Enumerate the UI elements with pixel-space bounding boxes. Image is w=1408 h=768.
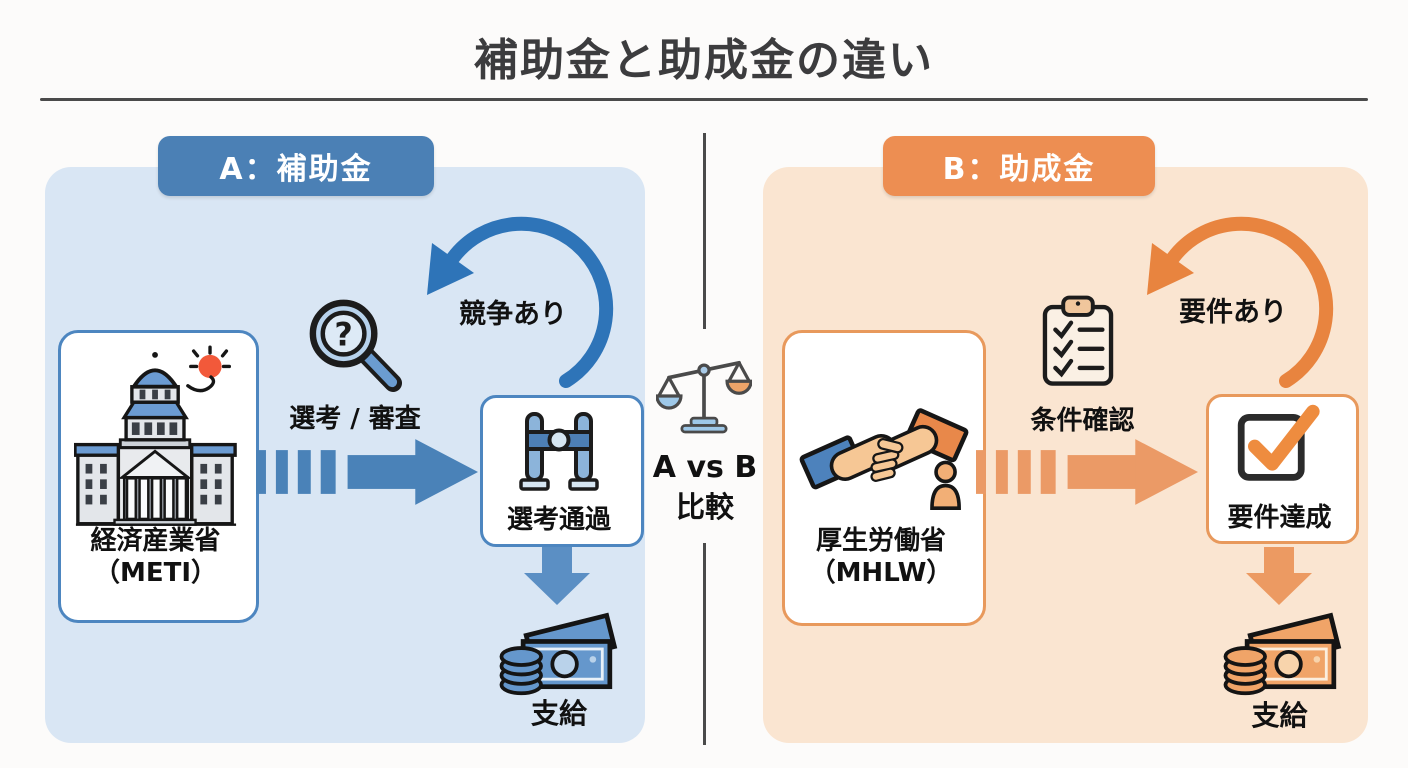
center-divider-bottom bbox=[703, 543, 706, 745]
ministry-name-meti: 経済産業省 bbox=[90, 526, 221, 556]
panel-a-header: A：補助金 bbox=[158, 136, 434, 196]
loop-label-b: 要件あり bbox=[1179, 297, 1287, 328]
svg-text:?: ? bbox=[334, 317, 352, 353]
process-label-a: 選考 / 審査 bbox=[289, 404, 421, 434]
loop-arrow-icon bbox=[398, 212, 628, 397]
dashed-flow-arrow-icon bbox=[256, 436, 480, 508]
ministry-abbr-mhlw: （MHLW） bbox=[809, 558, 953, 588]
payout-label-a: 支給 bbox=[530, 697, 587, 730]
payout-label-b: 支給 bbox=[1251, 699, 1308, 732]
ministry-abbr-meti: （METI） bbox=[93, 558, 218, 588]
down-arrow-icon bbox=[1246, 547, 1312, 605]
checklist-icon bbox=[1038, 288, 1118, 394]
process-label-b: 条件確認 bbox=[1030, 406, 1135, 436]
center-divider-top bbox=[703, 133, 706, 329]
dashed-flow-arrow-icon bbox=[976, 436, 1200, 508]
government-building-icon bbox=[74, 342, 238, 526]
loop-label-a: 競争あり bbox=[459, 299, 567, 330]
magnifier-question-icon: ? bbox=[300, 292, 404, 396]
result-box-a bbox=[480, 395, 644, 547]
money-icon bbox=[498, 600, 618, 698]
handshake-icon bbox=[798, 382, 970, 514]
page-title: 補助金と助成金の違い bbox=[474, 35, 934, 86]
title-divider bbox=[40, 98, 1368, 101]
compare-text-avsb: A vs B bbox=[652, 450, 758, 485]
panel-b-header: B：助成金 bbox=[883, 136, 1155, 196]
gate-icon bbox=[513, 408, 605, 496]
ministry-name-mhlw: 厚生労働省 bbox=[815, 526, 946, 556]
checkbox-check-icon bbox=[1228, 398, 1328, 490]
compare-text-hikaku: 比較 bbox=[675, 490, 734, 524]
loop-arrow-icon bbox=[1118, 212, 1348, 397]
result-label-b: 要件達成 bbox=[1227, 503, 1332, 533]
money-icon bbox=[1222, 600, 1342, 698]
down-arrow-icon bbox=[524, 547, 590, 605]
balance-scale-icon bbox=[656, 348, 752, 444]
result-label-a: 選考通過 bbox=[506, 505, 611, 535]
